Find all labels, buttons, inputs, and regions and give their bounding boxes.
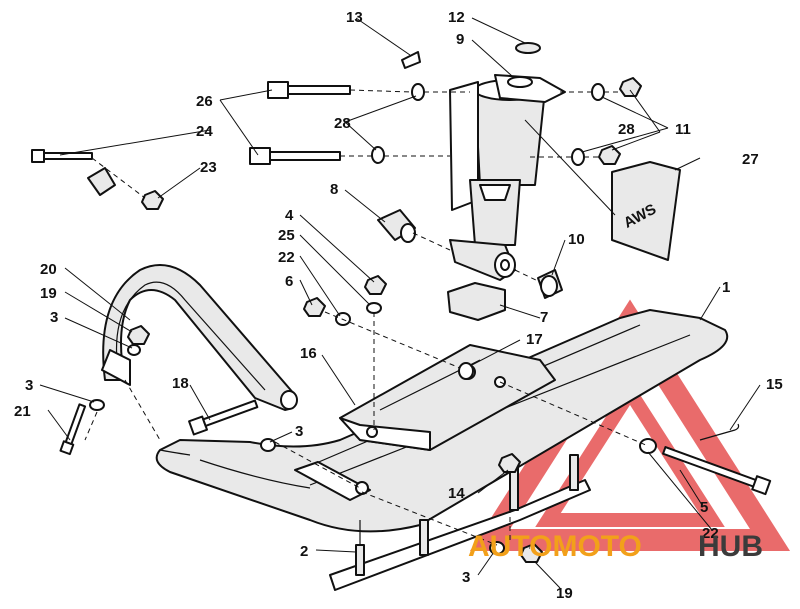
- callout-21: 21: [14, 403, 31, 420]
- washer-icon: [260, 438, 276, 452]
- callout-24: 24: [196, 123, 213, 140]
- callout-3: 3: [295, 423, 303, 440]
- bushing-icon: [377, 209, 416, 243]
- callout-11: 11: [675, 121, 691, 138]
- bolt-icon: [59, 403, 87, 456]
- callout-28: 28: [334, 115, 351, 132]
- callout-26: 26: [196, 93, 213, 110]
- callout-17: 17: [526, 331, 543, 348]
- nut-icon: [364, 275, 387, 295]
- nut-icon: [598, 145, 621, 165]
- bolt-icon: [267, 81, 351, 99]
- callout-3: 3: [462, 569, 470, 586]
- callout-16: 16: [300, 345, 317, 362]
- callout-14: 14: [448, 485, 465, 502]
- callout-7: 7: [540, 309, 548, 326]
- nut-icon: [520, 543, 543, 563]
- ski-loop-handle: [101, 264, 298, 411]
- callout-3: 3: [50, 309, 58, 326]
- callout-23: 23: [200, 159, 217, 176]
- nut-icon: [619, 77, 642, 97]
- callout-8: 8: [330, 181, 338, 198]
- bolt-icon: [662, 446, 772, 496]
- callout-12: 12: [448, 9, 465, 26]
- callout-25: 25: [278, 227, 295, 244]
- callout-9: 9: [456, 31, 464, 48]
- bolt-icon: [31, 149, 93, 163]
- watermark-brand-part2: HUB: [698, 530, 763, 563]
- shock-absorber: [449, 74, 566, 281]
- callout-28: 28: [618, 121, 635, 138]
- decal-icon: AWS: [611, 161, 681, 261]
- callout-22: 22: [702, 525, 719, 542]
- callout-27: 27: [742, 151, 759, 168]
- callout-15: 15: [766, 376, 783, 393]
- callout-18: 18: [172, 375, 189, 392]
- washer-icon: [411, 83, 425, 101]
- wear-bar: [329, 454, 591, 591]
- nut-icon: [127, 325, 150, 345]
- bolt-icon: [188, 399, 259, 436]
- callout-19: 19: [556, 585, 573, 602]
- callout-6: 6: [285, 273, 293, 290]
- nut-icon: [303, 297, 326, 317]
- bolt-icon: [249, 147, 341, 165]
- nut-icon: [498, 453, 521, 473]
- bump-stop-block: [447, 282, 506, 321]
- callout-5: 5: [700, 499, 708, 516]
- assembly-guide-lines: [84, 89, 649, 549]
- callout-leaders: [39, 17, 761, 589]
- washer-icon: [458, 362, 474, 380]
- callout-13: 13: [346, 9, 363, 26]
- callout-2: 2: [300, 543, 308, 560]
- bracket-clip-icon: [87, 167, 116, 196]
- watermark-brand-part1: AUTOMOTO: [468, 530, 642, 563]
- callout-labels: 1 2 3 3 3 3 4 5 6 7 8 9 10 11 12 13 14 1…: [14, 9, 783, 602]
- callout-4: 4: [285, 207, 294, 224]
- nut-icon: [141, 190, 164, 210]
- upper-mount-hardware: [401, 42, 541, 69]
- washer-icon: [89, 399, 105, 411]
- watermark-logo: AUTOMOTO HUB: [468, 530, 763, 563]
- callout-20: 20: [40, 261, 57, 278]
- callout-22: 22: [278, 249, 295, 266]
- washer-icon: [571, 148, 585, 166]
- cotter-pin-icon: [699, 423, 740, 441]
- callout-3: 3: [25, 377, 33, 394]
- washer-icon: [371, 146, 385, 164]
- callout-10: 10: [568, 231, 585, 248]
- washer-icon: [489, 541, 505, 555]
- callout-1: 1: [722, 279, 730, 296]
- callout-19: 19: [40, 285, 57, 302]
- bushing-icon: [537, 269, 563, 299]
- washer-icon: [639, 438, 657, 454]
